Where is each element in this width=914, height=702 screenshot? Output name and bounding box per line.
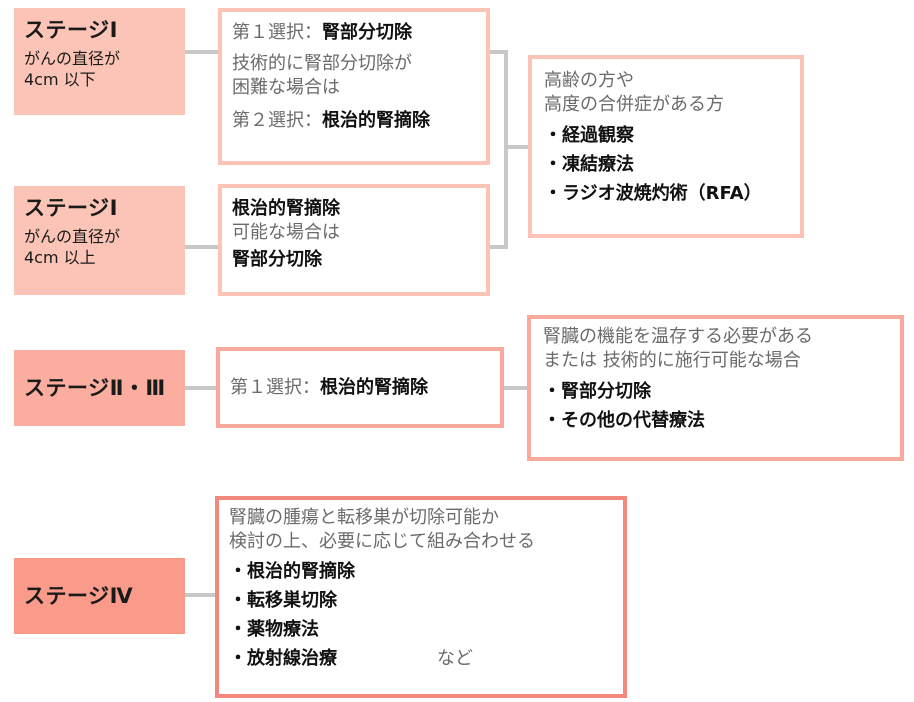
stage1b-treatment-box: 根治的腎摘除 可能な場合は 腎部分切除	[218, 184, 490, 296]
stage1b-subtitle-line1: がんの直径が	[24, 227, 121, 246]
stage23-treatment-box: 第１選択：根治的腎摘除	[216, 347, 504, 428]
connector-stage1b	[185, 245, 220, 249]
alt-condition-line1: 高齢の方や	[544, 70, 634, 91]
alt-condition-line2: 高度の合併症がある方	[544, 94, 724, 115]
connector-stage1-alternative	[504, 145, 530, 149]
second-choice-value: 根治的腎摘除	[322, 110, 430, 131]
stage23-alternative-list: 腎部分切除 その他の代替療法	[543, 377, 888, 435]
stage1a-subtitle-line2: 4cm 以下	[24, 70, 96, 89]
condition-line1: 腎臓の腫瘍と転移巣が切除可能か	[229, 507, 499, 528]
first-choice-value: 腎部分切除	[322, 22, 412, 43]
list-item: 経過観察	[544, 121, 788, 150]
stage1b-subtitle-line2: 4cm 以上	[24, 248, 96, 267]
stage1a-label: ステージⅠ がんの直径が 4cm 以下	[14, 8, 185, 115]
connector-stage23	[185, 386, 218, 390]
condition-line2: 困難な場合は	[232, 77, 340, 98]
stage1b-label: ステージⅠ がんの直径が 4cm 以上	[14, 186, 185, 295]
stage1-alternative-box: 高齢の方や 高度の合併症がある方 経過観察 凍結療法 ラジオ波焼灼術（RFA）	[528, 55, 804, 238]
stage23-label: ステージⅡ・Ⅲ	[14, 350, 185, 426]
stage4-treatment-box: 腎臓の腫瘍と転移巣が切除可能か 検討の上、必要に応じて組み合わせる 根治的腎摘除…	[215, 496, 627, 698]
first-choice-label: 第１選択：	[230, 377, 320, 398]
stage1a-subtitle-line1: がんの直径が	[24, 49, 121, 68]
connector-box1b-right	[488, 245, 508, 249]
stage23-alternative-box: 腎臓の機能を温存する必要がある または 技術的に施行可能な場合 腎部分切除 その…	[527, 315, 904, 461]
stage4-treatment-list: 根治的腎摘除 転移巣切除 薬物療法 放射線治療 など	[229, 557, 613, 673]
condition-line2: 検討の上、必要に応じて組み合わせる	[229, 531, 535, 552]
list-item: 根治的腎摘除	[229, 557, 613, 586]
list-item: 薬物療法	[229, 615, 613, 644]
connector-stage1a	[185, 50, 220, 54]
stage1a-title: ステージⅠ	[24, 18, 118, 42]
first-choice-value: 根治的腎摘除	[320, 377, 428, 398]
stage1a-condition: 技術的に腎部分切除が 困難な場合は	[232, 52, 476, 100]
stage1a-second-choice: 第２選択：根治的腎摘除	[232, 108, 476, 133]
stage1b-title: ステージⅠ	[24, 196, 118, 220]
stage1a-treatment-box: 第１選択：腎部分切除 技術的に腎部分切除が 困難な場合は 第２選択：根治的腎摘除	[218, 8, 490, 165]
stage1b-line3: 腎部分切除	[232, 249, 322, 270]
alt-condition-line1: 腎臓の機能を温存する必要がある	[543, 326, 813, 347]
list-item: 腎部分切除	[543, 377, 888, 406]
list-item: その他の代替療法	[543, 406, 888, 435]
list-item-text: 放射線治療	[247, 648, 337, 669]
connector-stage1-vertical	[504, 50, 508, 249]
stage4-label: ステージⅣ	[14, 558, 185, 634]
stage23-title: ステージⅡ・Ⅲ	[24, 376, 166, 400]
list-item: 転移巣切除	[229, 586, 613, 615]
stage1a-first-choice: 第１選択：腎部分切除	[232, 20, 476, 45]
etc-suffix: など	[437, 648, 473, 669]
first-choice-label: 第１選択：	[232, 22, 322, 43]
stage1-alternative-list: 経過観察 凍結療法 ラジオ波焼灼術（RFA）	[544, 121, 788, 208]
condition-line1: 技術的に腎部分切除が	[232, 53, 412, 74]
connector-stage4	[185, 593, 217, 597]
stage1b-line2: 可能な場合は	[232, 222, 340, 243]
list-item: ラジオ波焼灼術（RFA）	[544, 179, 788, 208]
list-item-last: 放射線治療 など	[229, 644, 613, 673]
second-choice-label: 第２選択：	[232, 110, 322, 131]
alt-condition-line2: または 技術的に施行可能な場合	[543, 350, 801, 371]
connector-box1a-right	[488, 50, 508, 54]
connector-stage23-alternative	[502, 386, 529, 390]
stage4-title: ステージⅣ	[24, 584, 134, 608]
list-item: 凍結療法	[544, 150, 788, 179]
stage1b-line1: 根治的腎摘除	[232, 198, 340, 219]
